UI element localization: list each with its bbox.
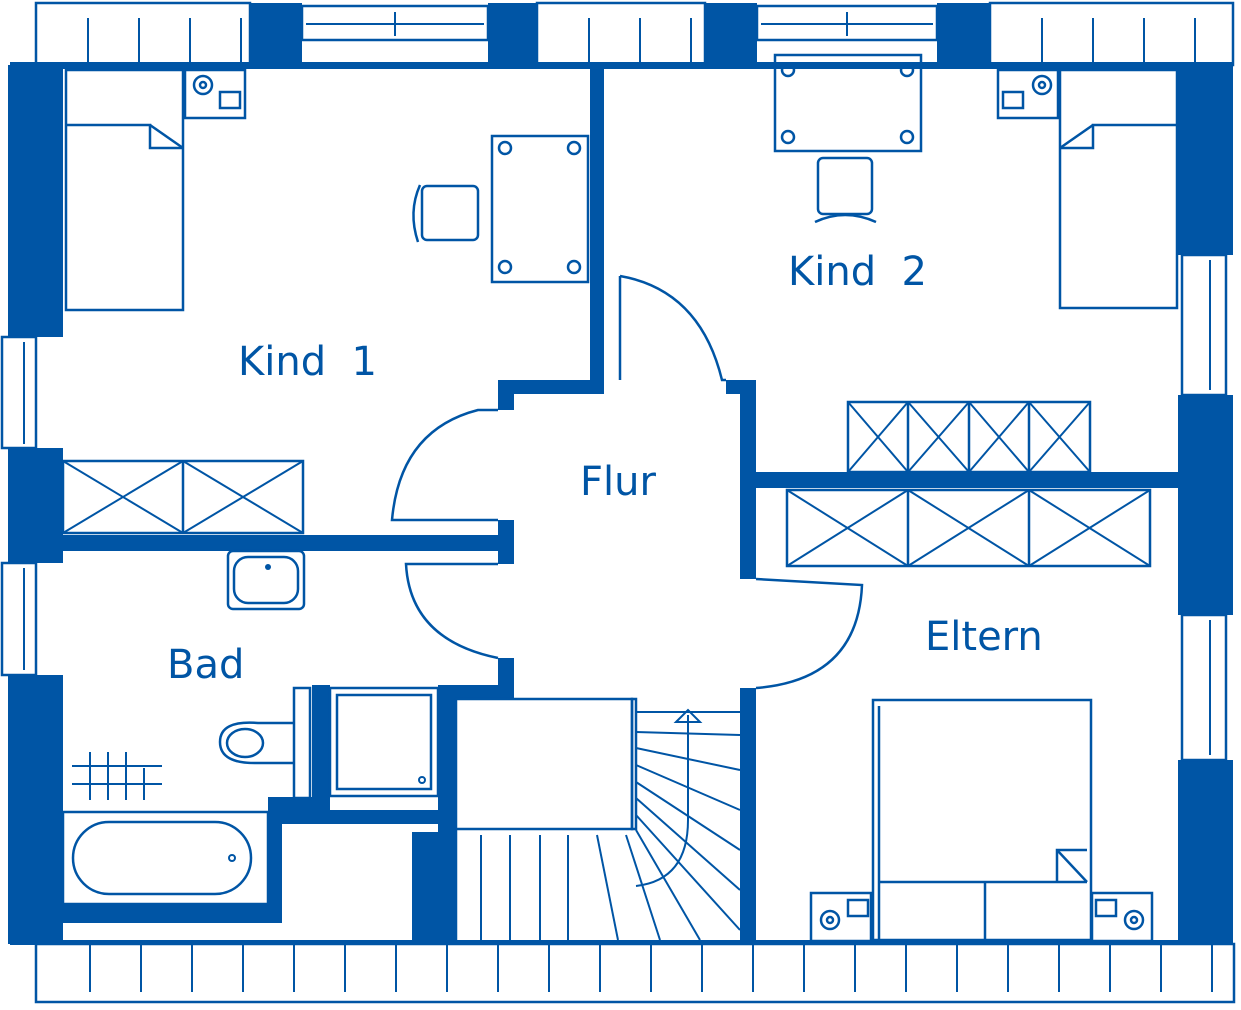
roof-strip-bottom: [34, 942, 1236, 1004]
bed-icon: [1058, 68, 1179, 310]
window-icon: [1180, 613, 1228, 762]
desk-icon: [773, 53, 923, 153]
washbasin-icon: [226, 549, 306, 611]
window-icon: [0, 335, 38, 450]
nightstand-icon: [996, 68, 1060, 120]
window-icon: [755, 4, 939, 42]
desk-icon: [490, 134, 590, 284]
bed-icon: [871, 698, 1093, 942]
room-label-kind1: Kind 1: [238, 339, 377, 385]
kind1-bed: [64, 68, 185, 312]
chair-icon: [814, 156, 877, 224]
chair-icon: [412, 184, 480, 243]
room-label-kind2: Kind 2: [788, 249, 927, 295]
wardrobe-icon: [785, 488, 1152, 568]
room-label-bad: Bad: [167, 642, 244, 688]
shower-icon: [328, 686, 440, 798]
room-label-flur: Flur: [580, 459, 656, 505]
wardrobe-icon: [846, 400, 1092, 474]
window-icon: [300, 4, 490, 42]
toilet-icon: [218, 686, 312, 800]
tiles: [72, 752, 162, 800]
nightstand-icon: [1090, 891, 1154, 943]
window-icon: [1180, 253, 1228, 397]
walls: [8, 3, 1233, 945]
doors: [390, 274, 864, 690]
nightstand-icon: [809, 891, 873, 943]
staircase-icon: [454, 697, 741, 941]
room-label-eltern: Eltern: [925, 614, 1043, 660]
wardrobe-icon: [61, 459, 305, 535]
window-icon: [0, 561, 38, 677]
windows: [0, 4, 1228, 762]
nightstand-icon: [183, 68, 247, 120]
bathtub-icon: [61, 810, 270, 906]
roof-strip-top: [34, 1, 1235, 67]
